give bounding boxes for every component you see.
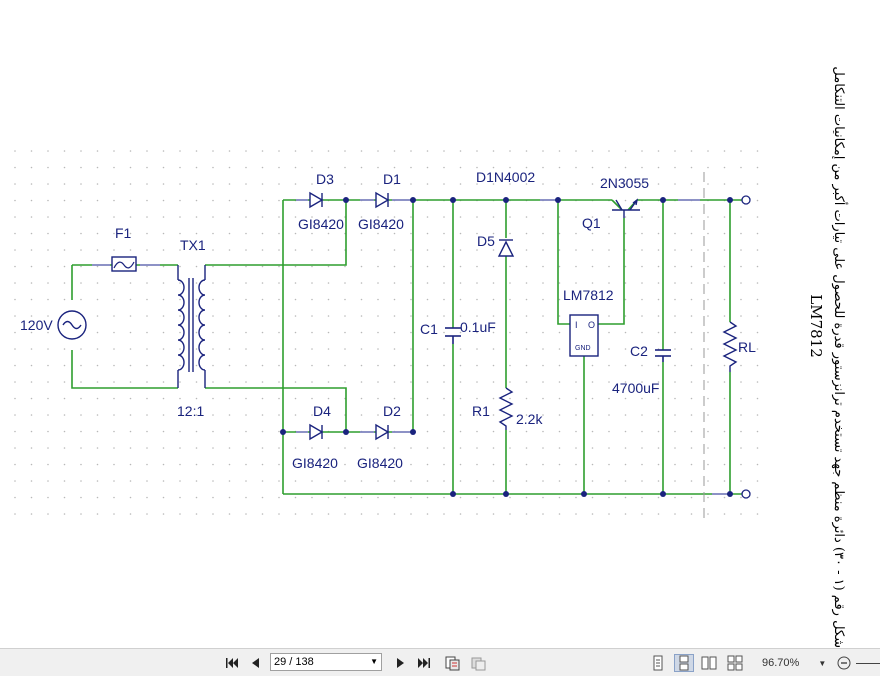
figure-caption: شكل رقم (١ - ٣٠) دائرة منظم جهد تستخدم ت… — [805, 4, 849, 648]
svg-text:O: O — [588, 320, 595, 330]
chevron-down-icon[interactable]: ▼ — [818, 659, 827, 668]
label-d3: D3 — [316, 171, 334, 187]
label-r1: R1 — [472, 403, 490, 419]
component-labels: 120V F1 TX1 12:1 D3 GI8420 D1 GI8420 D4 … — [20, 169, 756, 471]
label-q1-part: 2N3055 — [600, 175, 649, 191]
label-d3-part: GI8420 — [298, 216, 344, 232]
schematic-diagram: I O GND — [14, 150, 760, 522]
continuous-page-icon[interactable] — [674, 654, 694, 672]
output-terminals — [741, 195, 751, 499]
two-page-continuous-icon[interactable] — [726, 654, 744, 672]
label-source: 120V — [20, 317, 53, 333]
document-page: I O GND — [14, 4, 849, 648]
single-page-icon[interactable] — [650, 654, 666, 672]
label-transformer: TX1 — [180, 237, 206, 253]
label-r1-value: 2.2k — [516, 411, 543, 427]
svg-text:I: I — [575, 320, 578, 330]
resistor-r1-symbol — [498, 387, 514, 430]
caption-line-2: LM7812 — [807, 294, 825, 358]
label-d4: D4 — [313, 403, 331, 419]
label-c2: C2 — [630, 343, 648, 359]
svg-text:GND: GND — [575, 345, 591, 352]
label-c2-value: 4700uF — [612, 380, 659, 396]
fuse-symbol — [111, 256, 137, 272]
diode-d5-symbol — [497, 239, 515, 257]
diode-d2-symbol — [375, 423, 390, 441]
transistor-q1-symbol — [612, 198, 640, 218]
last-page-icon[interactable] — [414, 654, 432, 672]
label-d5: D5 — [477, 233, 495, 249]
zoom-level[interactable]: 96.70% ▼ — [762, 657, 827, 669]
next-page-icon[interactable] — [392, 654, 408, 672]
label-load: RL — [738, 339, 756, 355]
regulator-lm7812-symbol: I O GND — [569, 314, 599, 357]
junction-dots — [280, 197, 733, 497]
caption-line-1: شكل رقم (١ - ٣٠) دائرة منظم جهد تستخدم ت… — [831, 66, 846, 648]
highlight-segments — [92, 199, 728, 495]
capacitor-c2-symbol — [655, 349, 671, 362]
chevron-down-icon[interactable]: ▼ — [370, 657, 378, 666]
label-d1: D1 — [383, 171, 401, 187]
viewer-toolbar: 29 / 138 ▼ 96.70% ▼ — [0, 648, 880, 676]
label-c1-value: 0.1uF — [460, 319, 496, 335]
grid-background — [14, 150, 760, 522]
page-number-field[interactable]: 29 / 138 ▼ — [270, 653, 382, 671]
label-d2: D2 — [383, 403, 401, 419]
prev-page-icon[interactable] — [248, 654, 264, 672]
label-fuse: F1 — [115, 225, 132, 241]
zoom-out-icon[interactable] — [836, 654, 852, 672]
two-page-icon[interactable] — [700, 654, 718, 672]
bridge-diodes — [309, 191, 515, 441]
zoom-slider-track[interactable] — [856, 663, 880, 664]
transformer-symbol — [177, 265, 206, 388]
label-d4-part: GI8420 — [292, 455, 338, 471]
label-ratio: 12:1 — [177, 403, 204, 419]
diode-d4-symbol — [309, 423, 324, 441]
label-d1-part: GI8420 — [358, 216, 404, 232]
label-d2-part: GI8420 — [357, 455, 403, 471]
capacitor-c1-symbol — [445, 327, 461, 344]
first-page-icon[interactable] — [224, 654, 242, 672]
load-resistor-symbol — [722, 321, 738, 372]
label-d5-part: D1N4002 — [476, 169, 535, 185]
paste-icon[interactable] — [469, 654, 487, 672]
label-c1: C1 — [420, 321, 438, 337]
copy-icon[interactable] — [443, 654, 461, 672]
page-indicator: 29 / 138 — [274, 656, 314, 668]
ac-source-symbol — [57, 310, 87, 340]
label-regulator: LM7812 — [563, 287, 614, 303]
diode-d3-symbol — [309, 191, 324, 209]
label-q1: Q1 — [582, 215, 601, 231]
diode-d1-symbol — [375, 191, 390, 209]
